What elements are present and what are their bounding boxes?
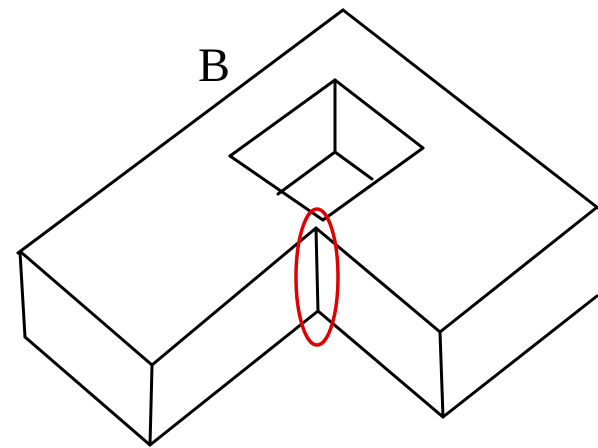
left-inner-bottom-edge: [148, 309, 320, 447]
right-front-vertical-edge: [438, 330, 445, 419]
top-face: [16, 8, 598, 367]
left-front-vertical-edge: [148, 364, 154, 447]
top-right-back-edge: [341, 8, 598, 210]
top-right-front-edge: [438, 206, 598, 334]
pocket-right-edge: [321, 146, 425, 222]
pocket-top-edge: [333, 78, 425, 150]
top-inner-left-edge: [150, 226, 318, 367]
pocket-left-edge: [228, 78, 337, 158]
right-bottom-edge: [441, 294, 598, 419]
top-left-back-edge: [16, 8, 345, 255]
left-wing-faces: [18, 250, 320, 447]
pocket-floor-left-edge: [276, 150, 337, 196]
inner-corner-vertical-edge: [314, 227, 320, 313]
left-bottom-edge: [23, 335, 152, 447]
right-wing-faces: [316, 294, 598, 419]
left-outer-vertical-edge: [18, 250, 27, 339]
top-left-front-edge: [20, 251, 154, 367]
square-pocket: [228, 78, 425, 222]
pocket-floor-right-edge: [333, 150, 374, 181]
face-label: B: [198, 39, 230, 92]
pocket-bottom-edge: [228, 154, 325, 222]
right-inner-bottom-edge: [316, 309, 445, 419]
highlight-ellipse: [294, 207, 340, 347]
